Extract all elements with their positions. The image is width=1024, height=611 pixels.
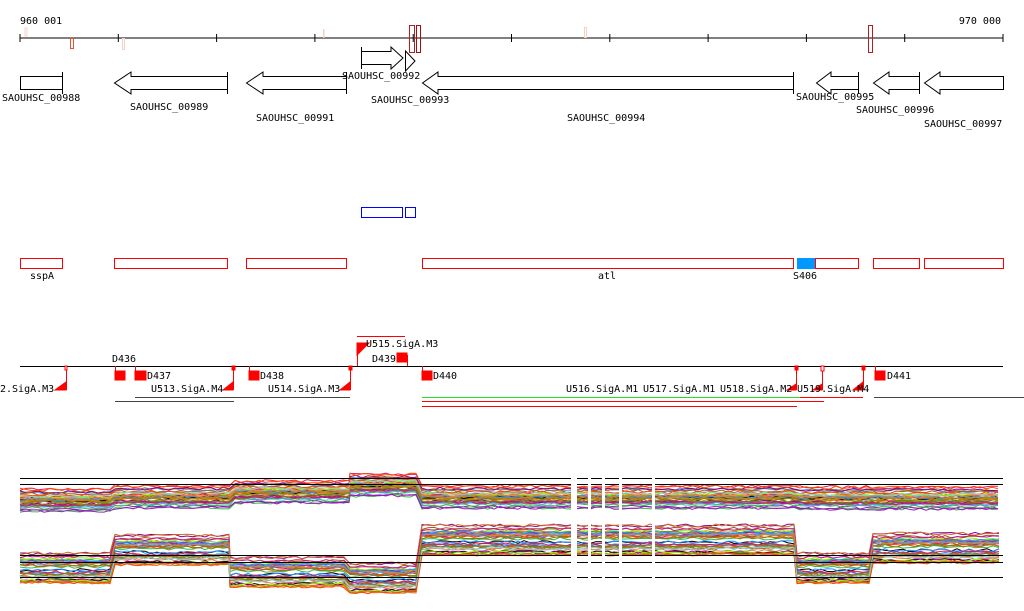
feature-label: U515.SigA.M3 (366, 339, 438, 350)
gene-label: SAOUHSC_00996 (856, 105, 934, 116)
expression-profile-line (19, 523, 1000, 566)
expression-profile-line (19, 540, 1000, 582)
profile-gap (602, 470, 605, 590)
feature-label: D436 (112, 354, 136, 365)
profile-gap (588, 470, 591, 590)
blue-feature-track (361, 207, 416, 218)
gene-SAOUHSC_00988[interactable] (20, 72, 63, 94)
expression-profile-line (19, 488, 999, 508)
expression-profile-line (19, 482, 999, 501)
feature-label: U513.SigA.M4 (151, 384, 223, 395)
signal-mark (584, 27, 587, 38)
gene-SAOUHSC_00995[interactable] (815, 70, 859, 96)
profile-gap (652, 470, 655, 590)
gene-SAOUHSC_00993[interactable] (405, 49, 416, 73)
expression-profile-line (19, 531, 1000, 574)
annotation-S406[interactable] (797, 258, 815, 269)
expression-profile-line (19, 484, 999, 504)
feature-label: U519.SigA.M4 (797, 384, 869, 395)
signal-mark (70, 38, 74, 49)
gene-label: SAOUHSC_00994 (567, 113, 645, 124)
expression-profile-line (19, 474, 999, 494)
feature-label: D437 (147, 371, 171, 382)
gene-label: SAOUHSC_00995 (796, 92, 874, 103)
expression-profiles (19, 472, 1000, 595)
feature-label: U518.SigA.M2 (720, 384, 792, 395)
expression-profile-line (19, 544, 1000, 587)
expression-profile-line (19, 536, 1000, 579)
expression-profile-line (19, 542, 1000, 584)
gene-SAOUHSC_00989[interactable] (113, 71, 228, 95)
axis-end-label: 970 000 (959, 16, 1001, 27)
annotation-label: sspA (30, 271, 54, 282)
profile-gap (571, 470, 577, 590)
expression-profile-line (19, 487, 999, 506)
gene-label: SAOUHSC_00993 (371, 95, 449, 106)
annotation-box[interactable] (873, 258, 920, 269)
transcript-lines (115, 397, 1024, 407)
expression-profile-line (19, 527, 1000, 569)
profile-gap (619, 470, 622, 590)
axis-ticks (19, 34, 1004, 42)
gene-label: SAOUHSC_00988 (2, 93, 80, 104)
gene-label: SAOUHSC_00992 (342, 71, 420, 82)
expression-profile-line (19, 478, 999, 498)
gene-labels: SAOUHSC_00988 SAOUHSC_00989 SAOUHSC_0099… (2, 71, 1002, 130)
coordinate-axis: 960 001 970 000 (19, 16, 1004, 53)
expression-profile-line (19, 546, 1000, 589)
expression-profile-line (19, 472, 999, 491)
annotation-box[interactable] (114, 258, 228, 269)
expression-profile-line (19, 535, 1000, 577)
annotation-track (20, 258, 1004, 269)
annotation-box[interactable] (815, 258, 859, 269)
profile-reference-lines (20, 478, 1003, 578)
annotation-atl[interactable] (422, 258, 794, 269)
signal-mark (868, 25, 873, 53)
expression-profile-line (19, 546, 1000, 589)
blue-feature-box[interactable] (405, 207, 416, 218)
signal-mark (122, 38, 125, 50)
gene-label: SAOUHSC_00997 (924, 119, 1002, 130)
gene-SAOUHSC_00996[interactable] (872, 71, 920, 95)
signal-mark (24, 27, 28, 37)
feature-label: D441 (887, 371, 911, 382)
signal-mark (323, 29, 325, 38)
feature-label: 2.SigA.M3 (0, 384, 54, 395)
feature-label: D438 (260, 371, 284, 382)
annotation-sspA[interactable] (20, 258, 63, 269)
gene-label: SAOUHSC_00991 (256, 113, 334, 124)
feature-label: U516.SigA.M1 (566, 384, 638, 395)
gene-label: SAOUHSC_00989 (130, 102, 208, 113)
annotation-label: atl (598, 271, 616, 282)
gene-SAOUHSC_00997[interactable] (923, 71, 1004, 95)
gene-SAOUHSC_00994[interactable] (421, 71, 794, 95)
axis-start-label: 960 001 (20, 16, 62, 27)
feature-label: D440 (433, 371, 457, 382)
expression-profile-line (19, 552, 1000, 595)
regulatory-track: 2.SigA.M3 D436 D437 U513.SigA.M4 D438 U5… (0, 336, 1024, 407)
gene-SAOUHSC_00991[interactable] (245, 71, 347, 95)
feature-glyphs[interactable] (53, 342, 886, 391)
gene-SAOUHSC_00992[interactable] (361, 45, 404, 71)
signal-mark (416, 25, 421, 53)
expression-profile-line (19, 493, 999, 513)
feature-label: D439 (372, 354, 396, 365)
expression-profile-line (19, 472, 999, 492)
expression-profile-line (19, 530, 1000, 573)
gene-track (20, 45, 1004, 96)
annotation-label: S406 (793, 271, 817, 282)
signal-mark (409, 25, 415, 53)
profile-gaps (571, 470, 655, 590)
annotation-box[interactable] (246, 258, 347, 269)
blue-feature-box[interactable] (361, 207, 403, 218)
feature-label: U514.SigA.M3 (268, 384, 340, 395)
expression-profile-line (19, 479, 999, 499)
annotation-box[interactable] (924, 258, 1004, 269)
feature-label: U517.SigA.M1 (643, 384, 715, 395)
